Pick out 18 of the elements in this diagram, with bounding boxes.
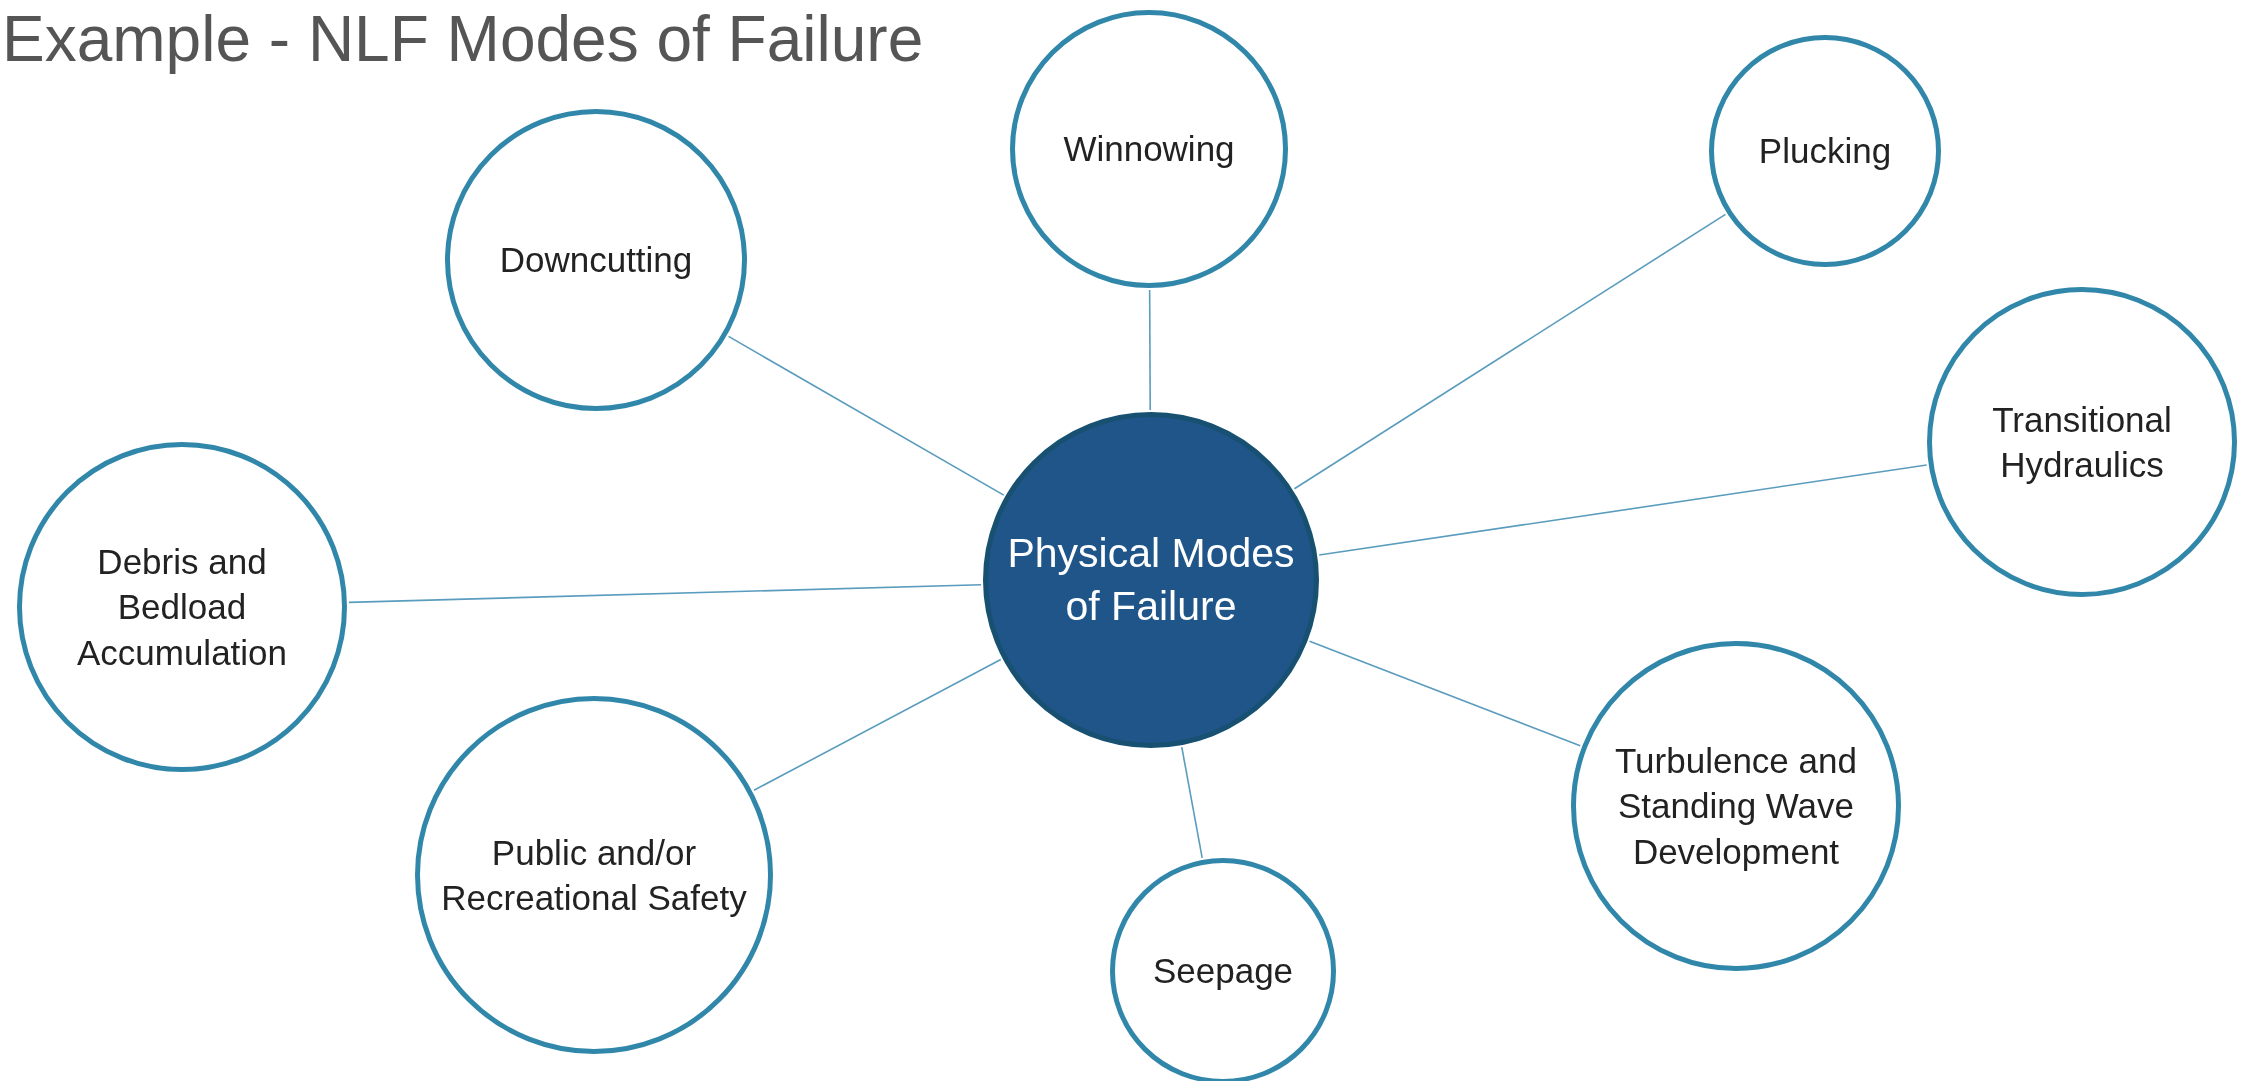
- circle-label: Plucking: [1757, 130, 1893, 173]
- connector-line: [1148, 289, 1151, 411]
- circle-label: Turbulence and Standing Wave Development: [1614, 739, 1858, 873]
- diagram-title: Example - NLF Modes of Failure: [2, 2, 924, 76]
- connector-line: [727, 335, 1005, 496]
- circle-label: Seepage: [1151, 950, 1295, 993]
- circle-label: Transitional Hydraulics: [1991, 398, 2173, 486]
- connector-line: [753, 658, 1002, 792]
- circle-label: Debris and Bedload Accumulation: [75, 540, 289, 674]
- connector-line: [1308, 640, 1581, 747]
- connector-line: [348, 583, 982, 604]
- connector-line: [1318, 464, 1928, 556]
- circle-label: Downcutting: [498, 239, 694, 282]
- circle-label: Winnowing: [1062, 128, 1236, 171]
- circle-label: Public and/or Recreational Safety: [440, 831, 748, 919]
- connector-line: [1181, 746, 1203, 859]
- connector-line: [1293, 213, 1727, 490]
- circle-label: Physical Modes of Failure: [1006, 528, 1296, 631]
